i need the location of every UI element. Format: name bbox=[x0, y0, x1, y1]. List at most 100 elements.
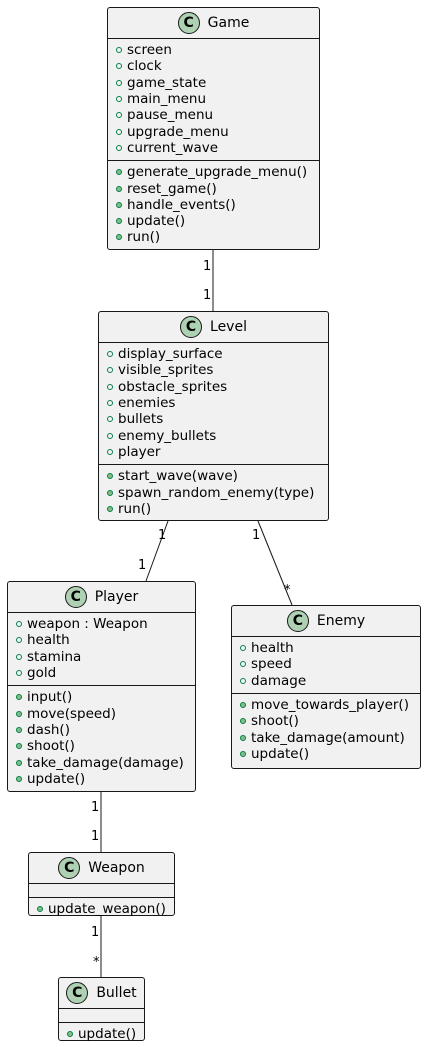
mult-player-weapon-to: 1 bbox=[91, 829, 100, 844]
method-text: generate_upgrade_menu() bbox=[127, 164, 308, 181]
method-row: input() bbox=[8, 689, 195, 705]
mult-game-level-from: 1 bbox=[203, 259, 212, 274]
attribute-text: game_state bbox=[127, 74, 207, 91]
attribute-text: bullets bbox=[118, 411, 164, 428]
attribute-row: bullets bbox=[99, 411, 328, 427]
public-visibility-icon bbox=[107, 400, 113, 407]
public-visibility-icon bbox=[240, 702, 246, 709]
public-visibility-icon bbox=[107, 448, 113, 455]
method-row: handle_events() bbox=[108, 197, 319, 213]
class-header: C Bullet bbox=[59, 978, 144, 1009]
public-visibility-icon bbox=[116, 201, 122, 208]
method-row: generate_upgrade_menu() bbox=[108, 164, 319, 180]
attribute-text: player bbox=[118, 443, 161, 460]
class-name: Player bbox=[94, 589, 139, 605]
method-text: take_damage(damage) bbox=[27, 754, 184, 771]
attribute-text: clock bbox=[127, 58, 162, 75]
class-stereotype-icon: C bbox=[66, 982, 89, 1004]
method-text: input() bbox=[27, 689, 73, 706]
public-visibility-icon bbox=[240, 734, 246, 741]
method-row: spawn_random_enemy(type) bbox=[99, 484, 328, 501]
attribute-row: stamina bbox=[8, 649, 195, 665]
method-text: update() bbox=[127, 213, 186, 230]
method-text: start_wave(wave) bbox=[118, 468, 238, 485]
attribute-text: display_surface bbox=[118, 346, 223, 363]
public-visibility-icon bbox=[16, 637, 22, 644]
method-text: run() bbox=[118, 500, 152, 517]
method-row: dash() bbox=[8, 722, 195, 738]
public-visibility-icon bbox=[16, 670, 22, 677]
attribute-text: enemies bbox=[118, 395, 176, 412]
public-visibility-icon bbox=[107, 432, 113, 439]
attribute-row: weapon : Weapon bbox=[8, 616, 195, 632]
method-row: take_damage(amount) bbox=[232, 729, 420, 746]
public-visibility-icon bbox=[107, 416, 113, 423]
public-visibility-icon bbox=[116, 234, 122, 241]
method-text: reset_game() bbox=[127, 180, 217, 197]
attribute-text: upgrade_menu bbox=[127, 123, 229, 140]
public-visibility-icon bbox=[16, 694, 22, 701]
attribute-text: visible_sprites bbox=[118, 362, 214, 379]
public-visibility-icon bbox=[116, 79, 122, 86]
method-row: shoot() bbox=[232, 713, 420, 729]
public-visibility-icon bbox=[107, 489, 113, 496]
attribute-row: screen bbox=[108, 42, 319, 58]
public-visibility-icon bbox=[107, 505, 113, 512]
attribute-text: gold bbox=[27, 665, 57, 682]
public-visibility-icon bbox=[107, 367, 113, 374]
method-row: update() bbox=[8, 771, 195, 787]
method-row: update() bbox=[59, 1026, 144, 1042]
public-visibility-icon bbox=[116, 96, 122, 103]
method-row: update() bbox=[108, 213, 319, 229]
edge-level-enemy bbox=[257, 520, 293, 606]
method-text: shoot() bbox=[251, 713, 299, 730]
mult-weapon-bullet-from: 1 bbox=[91, 925, 100, 940]
mult-player-weapon-from: 1 bbox=[91, 800, 100, 815]
class-bullet[interactable]: C Bullet update() bbox=[58, 977, 145, 1042]
method-text: move(speed) bbox=[27, 705, 117, 722]
methods-section: input()move(speed)dash()shoot()take_dama… bbox=[8, 685, 195, 791]
attribute-row: damage bbox=[232, 673, 420, 689]
attribute-row: clock bbox=[108, 58, 319, 74]
method-text: shoot() bbox=[27, 738, 75, 755]
class-stereotype-icon: C bbox=[58, 857, 81, 879]
class-stereotype-icon: C bbox=[180, 316, 203, 338]
attribute-row: game_state bbox=[108, 75, 319, 91]
mult-game-level-to: 1 bbox=[203, 288, 212, 303]
method-row: run() bbox=[99, 501, 328, 517]
method-text: update() bbox=[27, 770, 86, 787]
public-visibility-icon bbox=[16, 743, 22, 750]
public-visibility-icon bbox=[240, 718, 246, 725]
method-text: dash() bbox=[27, 721, 70, 738]
method-row: run() bbox=[108, 229, 319, 245]
public-visibility-icon bbox=[116, 128, 122, 135]
class-name: Bullet bbox=[96, 985, 137, 1001]
attribute-row: pause_menu bbox=[108, 107, 319, 123]
class-stereotype-icon: C bbox=[64, 586, 87, 608]
public-visibility-icon bbox=[67, 1031, 73, 1038]
class-stereotype-icon: C bbox=[286, 610, 309, 632]
class-name: Game bbox=[207, 15, 250, 31]
attribute-text: enemy_bullets bbox=[118, 427, 217, 444]
public-visibility-icon bbox=[240, 677, 246, 684]
public-visibility-icon bbox=[116, 185, 122, 192]
public-visibility-icon bbox=[116, 218, 122, 225]
public-visibility-icon bbox=[107, 351, 113, 358]
methods-section: generate_upgrade_menu()reset_game()handl… bbox=[108, 160, 319, 249]
mult-level-enemy-from: 1 bbox=[252, 528, 261, 543]
method-text: update() bbox=[78, 1026, 137, 1043]
public-visibility-icon bbox=[16, 775, 22, 782]
attribute-row: health bbox=[8, 632, 195, 648]
attribute-row: gold bbox=[8, 665, 195, 681]
attribute-row: health bbox=[232, 640, 420, 656]
method-text: run() bbox=[127, 229, 161, 246]
